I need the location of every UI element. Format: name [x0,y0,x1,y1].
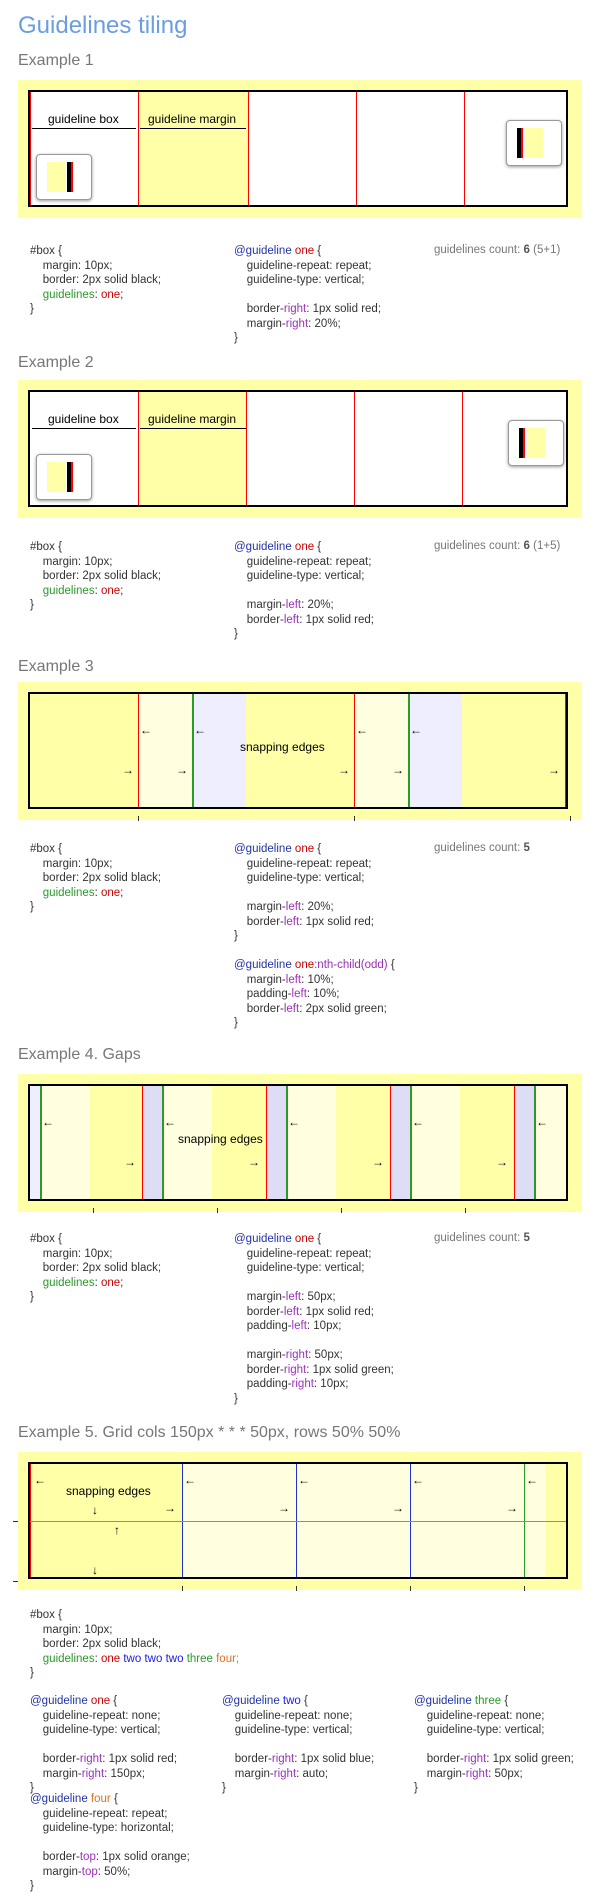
box-code: #box { margin: 10px; border: 2px solid b… [30,843,162,913]
example-5-box: snapping edges ← ← ← ← ← → → → → ↓ ↑ ↓ [28,1462,568,1579]
guideline-margin-fill [138,92,248,205]
guideline-one-code: @guideline one { guideline-repeat: none;… [30,1695,178,1794]
example-5-panel: snapping edges ← ← ← ← ← → → → → ↓ ↑ ↓ [18,1452,582,1590]
guideline-line [462,392,463,505]
box-code: #box { margin: 10px; border: 2px solid b… [30,541,162,611]
guideline-line [30,92,31,205]
label-snapping-edges: snapping edges [66,1484,151,1498]
thumbnail-left [36,154,92,200]
example-2-title: Example 2 [18,354,94,371]
guideline-code: @guideline one { guideline-repeat: repea… [234,843,395,1029]
guideline-line [464,92,465,205]
guidelines-count: guidelines count: 5 [434,1232,530,1244]
label-snapping-edges: snapping edges [178,1132,263,1146]
example-4-panel: snapping edges ← ← ← ← ← → → → → [18,1074,582,1212]
guideline-line [354,694,355,807]
guideline-line [248,92,249,205]
example-2-panel: guideline box guideline margin [18,380,582,518]
example-1-panel: guideline box guideline margin [18,80,582,218]
guideline-line [567,392,568,505]
box-code: #box { margin: 10px; border: 2px solid b… [30,245,162,315]
guideline-line [565,694,566,807]
guideline-margin-fill [138,392,246,505]
box-code: #box { margin: 10px; border: 2px solid b… [30,1233,162,1303]
example-4-box: snapping edges ← ← ← ← ← → → → → [28,1084,568,1201]
guideline-code: @guideline one { guideline-repeat: repea… [234,541,374,640]
guideline-line [138,694,139,807]
example-3-box: snapping edges ← ← ← ← → → → → → [28,692,568,809]
label-guideline-margin: guideline margin [148,112,237,126]
guideline-line-green [408,694,410,807]
guideline-four-code: @guideline four { guideline-repeat: repe… [30,1793,190,1892]
guidelines-count: guidelines count: 6 (5+1) [434,244,561,256]
dimension-line [140,428,246,429]
example-4-title: Example 4. Gaps [18,1046,141,1063]
label-snapping-edges: snapping edges [240,740,325,754]
label-guideline-margin: guideline margin [148,412,237,426]
example-3-panel: snapping edges ← ← ← ← → → → → → [18,682,582,820]
guideline-line [246,392,247,505]
guideline-line [354,392,355,505]
thumbnail-right [506,120,562,166]
thumbnail-left [36,454,92,500]
guidelines-count: guidelines count: 6 (1+5) [434,540,561,552]
dimension-line [140,128,246,129]
guideline-code: @guideline one { guideline-repeat: repea… [234,245,382,344]
page-title: Guidelines tiling [18,12,188,39]
thumbnail-right [508,420,564,466]
guideline-two-code: @guideline two { guideline-repeat: none;… [222,1695,375,1794]
guideline-line-green [192,694,194,807]
example-1-box: guideline box guideline margin [28,90,568,207]
box-code: #box { margin: 10px; border: 2px solid b… [30,1609,240,1679]
guideline-line [138,392,139,505]
label-guideline-box: guideline box [48,112,119,126]
label-guideline-box: guideline box [48,412,119,426]
example-3-title: Example 3 [18,658,94,675]
dimension-line [32,428,136,429]
example-5-title: Example 5. Grid cols 150px * * * 50px, r… [18,1424,401,1441]
horizontal-guideline [30,1521,566,1522]
dimension-line [32,128,136,129]
example-1-title: Example 1 [18,52,94,69]
guideline-three-code: @guideline three { guideline-repeat: non… [414,1695,574,1794]
example-2-box: guideline box guideline margin [28,390,568,507]
guideline-line [138,92,139,205]
guideline-code: @guideline one { guideline-repeat: repea… [234,1233,394,1405]
guidelines-count: guidelines count: 5 [434,842,530,854]
guideline-line [356,92,357,205]
